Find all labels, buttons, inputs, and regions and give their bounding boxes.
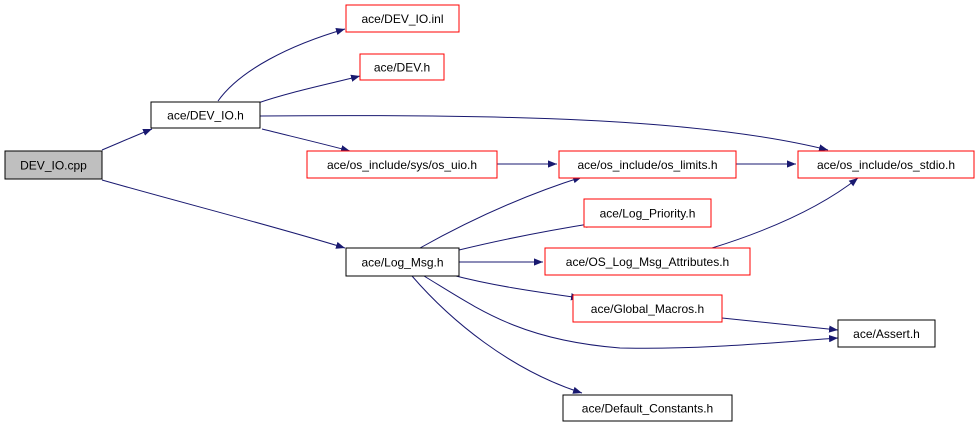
file-node-label: ace/Log_Msg.h: [361, 256, 443, 270]
file-node-label: ace/OS_Log_Msg_Attributes.h: [566, 255, 729, 269]
file-node-box: [562, 394, 733, 422]
file-node-os-limits-h[interactable]: ace/os_include/os_limits.h: [558, 150, 737, 179]
file-node-os-log-msg-attributes-h[interactable]: ace/OS_Log_Msg_Attributes.h: [544, 247, 751, 276]
file-node-box: [306, 150, 498, 179]
file-node-box: [345, 247, 460, 277]
file-node-label: ace/Assert.h: [853, 327, 920, 341]
file-node-label: ace/Global_Macros.h: [591, 302, 704, 316]
edge-dev-io-cpp-to-log-msg-h: [101, 179, 346, 249]
file-node-log-priority-h[interactable]: ace/Log_Priority.h: [583, 198, 712, 228]
file-node-dev-io-inl[interactable]: ace/DEV_IO.inl: [345, 4, 460, 33]
edge-log-msg-h-to-default-constants-h: [411, 275, 583, 394]
file-node-label: ace/DEV_IO.inl: [361, 12, 443, 26]
file-node-label: ace/Log_Priority.h: [600, 207, 696, 221]
file-node-box: [797, 150, 975, 179]
file-node-sys-os-uio-h[interactable]: ace/os_include/sys/os_uio.h: [306, 150, 498, 179]
file-node-box: [4, 150, 103, 180]
file-node-label: ace/DEV.h: [374, 61, 430, 75]
file-node-label: ace/os_include/os_limits.h: [577, 158, 717, 172]
file-node-box: [583, 198, 712, 228]
edge-log-msg-h-to-log-priority-h: [458, 220, 596, 251]
file-node-label: ace/DEV_IO.h: [167, 109, 244, 123]
edge-dev-io-h-to-dev-h: [257, 74, 361, 104]
edge-global-macros-h-to-assert-h: [721, 317, 839, 333]
edge-log-msg-h-to-assert-h: [423, 275, 839, 349]
file-node-label: ace/os_include/sys/os_uio.h: [327, 158, 477, 172]
node-layer: DEV_IO.cpp ace/DEV_IO.h ace/DEV_IO.inl a…: [4, 4, 975, 422]
edge-layer: [101, 28, 859, 394]
file-node-box: [572, 294, 723, 323]
file-node-box: [345, 4, 460, 33]
file-node-default-constants-h[interactable]: ace/Default_Constants.h: [562, 394, 733, 422]
edge-dev-io-cpp-to-dev-io-h: [101, 128, 153, 151]
file-node-box: [150, 101, 261, 129]
edge-log-msg-h-to-os-limits-h: [419, 176, 583, 249]
edge-dev-io-h-to-sys-os-uio-h: [261, 128, 351, 153]
edge-os-log-msg-attributes-h-to-os-stdio-h: [711, 177, 859, 249]
edge-log-msg-h-to-global-macros-h: [451, 274, 581, 301]
file-node-global-macros-h[interactable]: ace/Global_Macros.h: [572, 294, 723, 323]
file-node-label: DEV_IO.cpp: [20, 159, 87, 173]
edge-dev-io-h-to-os-stdio-h: [259, 115, 829, 152]
file-node-dev-io-cpp[interactable]: DEV_IO.cpp: [4, 150, 103, 180]
file-node-box: [359, 53, 445, 81]
file-node-os-stdio-h[interactable]: ace/os_include/os_stdio.h: [797, 150, 975, 179]
file-node-log-msg-h[interactable]: ace/Log_Msg.h: [345, 247, 460, 277]
file-node-box: [558, 150, 737, 179]
file-node-dev-io-h[interactable]: ace/DEV_IO.h: [150, 101, 261, 129]
file-node-box: [544, 247, 751, 276]
file-node-assert-h[interactable]: ace/Assert.h: [837, 319, 936, 348]
file-node-box: [837, 319, 936, 348]
file-node-dev-h[interactable]: ace/DEV.h: [359, 53, 445, 81]
edge-dev-io-h-to-dev-io-inl: [217, 28, 346, 102]
file-node-label: ace/Default_Constants.h: [582, 402, 713, 416]
file-node-label: ace/os_include/os_stdio.h: [817, 158, 955, 172]
